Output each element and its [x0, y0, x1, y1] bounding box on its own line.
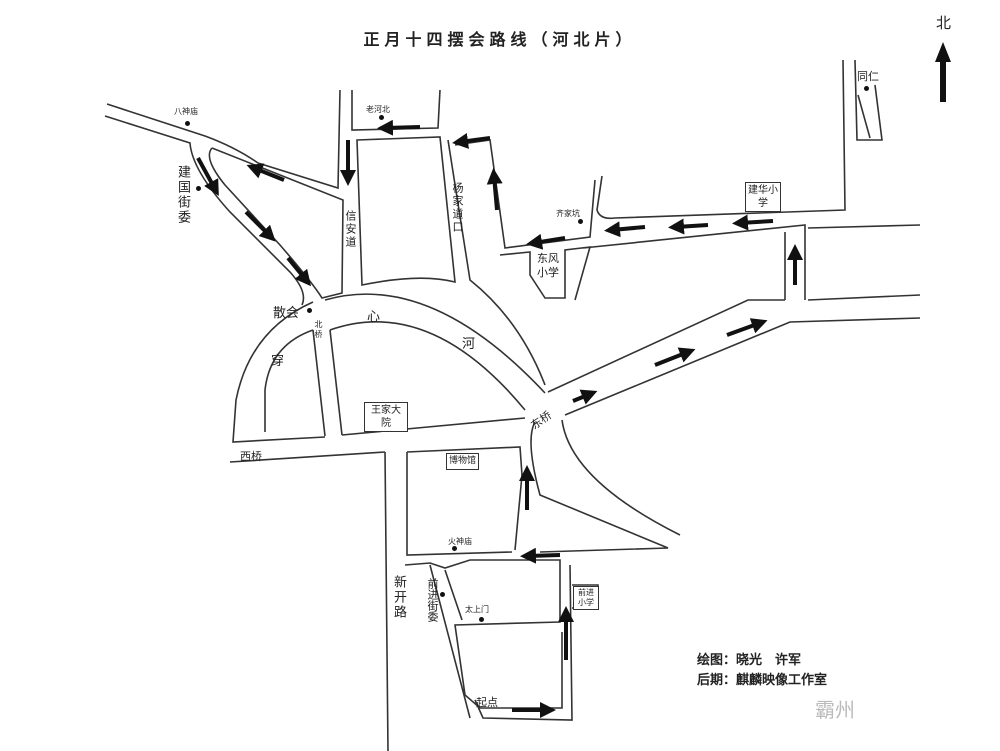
- poi-dot: [307, 308, 312, 313]
- poi-dot: [185, 121, 190, 126]
- chuan-outer: [232, 301, 326, 443]
- poi-dot: [864, 86, 869, 91]
- yangjia-block: [454, 59, 883, 249]
- poi-dot: [578, 219, 583, 224]
- label-tongren: 同仁: [857, 70, 879, 83]
- label-sanhui: 散会: [273, 306, 300, 321]
- label-xin: 心: [367, 310, 381, 325]
- route-arrow: [196, 157, 219, 197]
- route-arrow: [377, 119, 421, 136]
- label-xinkailu: 新开路: [391, 575, 406, 620]
- route-arrow: [244, 210, 276, 242]
- river-inner: [329, 321, 526, 411]
- label-xinandao: 信安道: [344, 210, 357, 249]
- label-qianjin-jiewei: 前进街委: [426, 578, 439, 622]
- road-bashenmiao-top: [106, 89, 341, 190]
- beiqiao-road: [312, 329, 343, 437]
- label-qijiakeng: 齐家坑: [556, 209, 580, 218]
- label-chuan: 穿: [271, 354, 285, 369]
- east-curve: [530, 419, 681, 553]
- credit-post: 后期：麒麟映像工作室: [697, 673, 828, 688]
- label-jianhua-school: 建华小学: [745, 182, 781, 212]
- xinkai-road: [384, 451, 513, 751]
- route-arrow: [520, 547, 561, 564]
- credit-drawing: 绘图：晓光 许军: [697, 653, 802, 668]
- label-yangjiadaokou: 杨家道口: [451, 182, 464, 234]
- south-loop: [404, 559, 599, 721]
- route-arrow: [486, 168, 503, 211]
- block-north: [356, 136, 456, 286]
- ne-road-top: [547, 299, 785, 393]
- route-arrow: [654, 347, 696, 367]
- label-qianjin-school: 前进小学: [573, 586, 599, 610]
- route-arrow: [452, 133, 491, 149]
- route-arrow: [726, 318, 768, 337]
- poi-dot: [479, 617, 484, 622]
- main-road-north: [341, 417, 526, 436]
- label-museum: 博物馆: [446, 453, 480, 470]
- label-huoshenmiao: 火神庙: [448, 537, 472, 546]
- main-road-south: [229, 446, 523, 551]
- poi-dot: [196, 186, 201, 191]
- route-arrow: [668, 218, 709, 235]
- label-wangjia-dayuan: 王家大院: [364, 402, 408, 432]
- route-arrow: [286, 256, 312, 287]
- label-bashenmiao: 八神庙: [174, 107, 198, 116]
- watermark: 霸州: [815, 698, 855, 722]
- yangjia-road: [447, 139, 546, 386]
- road-bashenmiao-bottom: [104, 115, 305, 306]
- north-arrowhead-icon: [935, 42, 951, 62]
- label-taishangmen: 太上门: [465, 605, 489, 614]
- river-outer: [324, 293, 546, 394]
- route-arrow: [604, 221, 646, 238]
- label-jianguo-jiewei: 建国街委: [175, 165, 190, 225]
- route-arrow: [732, 214, 774, 231]
- label-laohebei: 老河北: [366, 105, 390, 114]
- route-arrow: [526, 233, 566, 250]
- label-start: 起点: [476, 696, 498, 709]
- label-beiqiao: 北桥: [314, 320, 323, 340]
- ne-road-bottom: [564, 317, 921, 416]
- poi-dot: [452, 546, 457, 551]
- route-arrow: [572, 389, 598, 405]
- label-dongfeng-school: 东风小学: [537, 252, 559, 279]
- dongfeng-block: [499, 224, 921, 301]
- label-xiqiao: 西桥: [240, 450, 262, 463]
- poi-dot: [379, 115, 384, 120]
- map-title: 正月十四摆会路线（河北片）: [363, 30, 637, 49]
- label-he: 河: [462, 337, 476, 352]
- north-label: 北: [936, 14, 952, 32]
- road-island: [208, 147, 344, 299]
- chuan-inner: [264, 329, 314, 432]
- route-arrow: [246, 163, 285, 182]
- poi-dot: [440, 592, 445, 597]
